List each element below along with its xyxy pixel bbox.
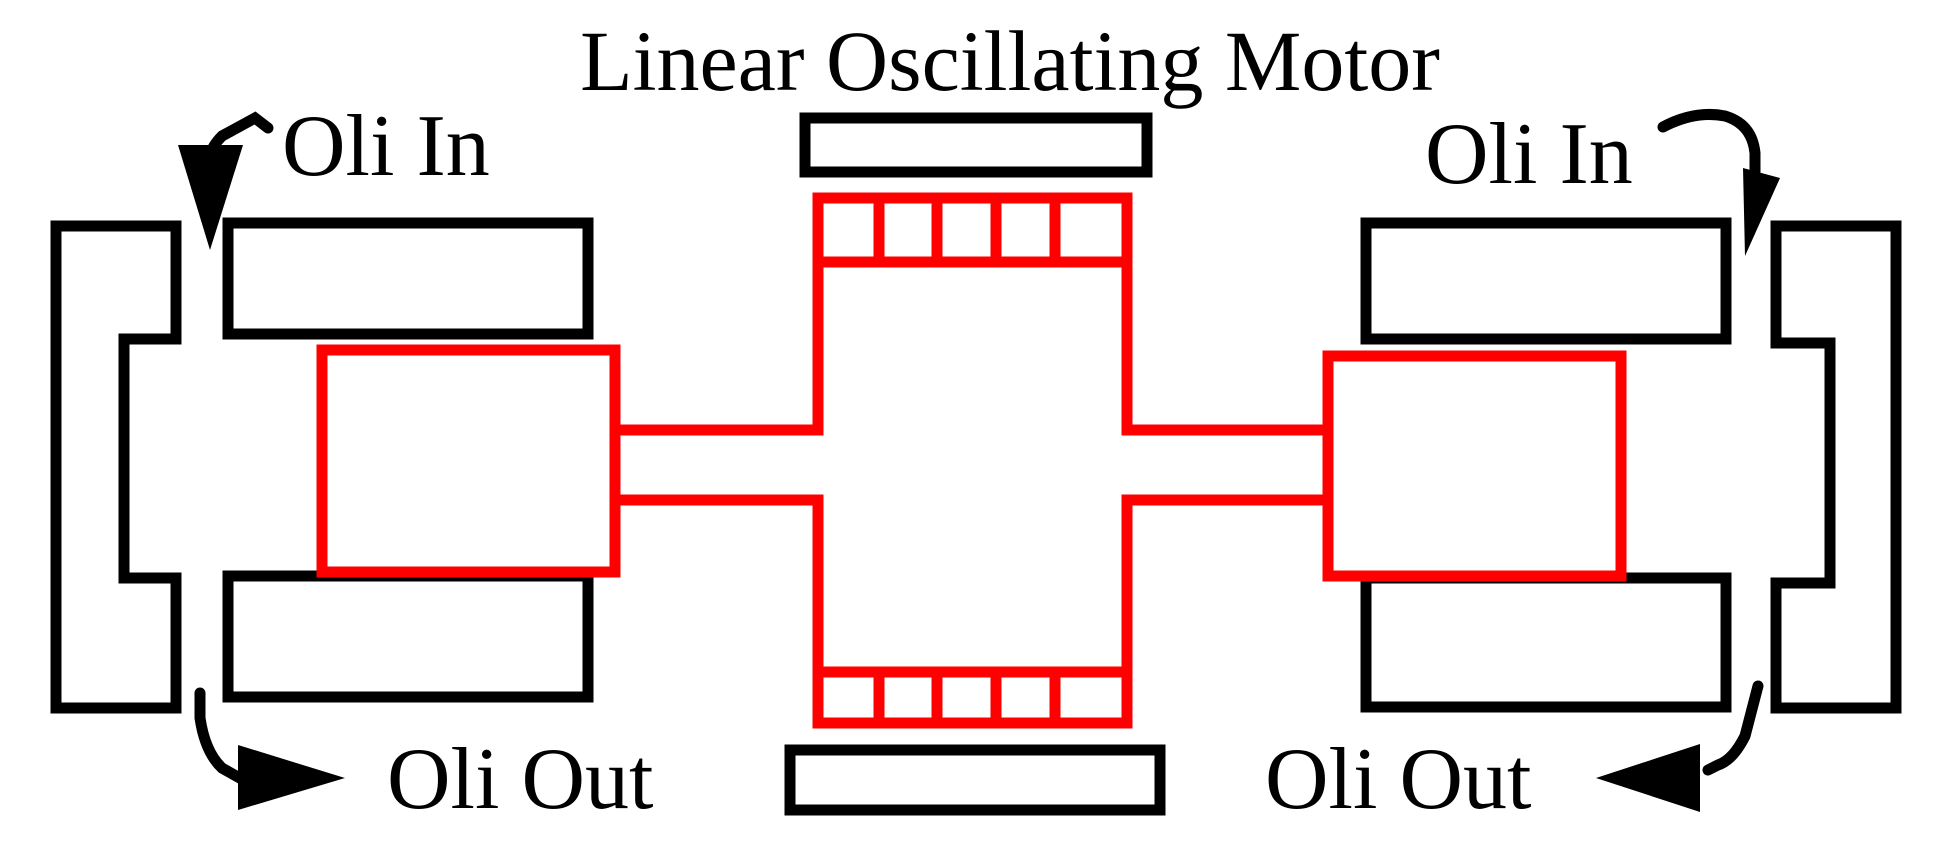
top-stator-plate <box>799 112 1153 178</box>
oil-in-right-label: Oli In <box>1425 106 1633 203</box>
left-piston <box>316 344 621 578</box>
left-housing <box>50 220 182 714</box>
oil-in-left-arrowhead-icon <box>178 145 243 250</box>
left-lower-stator <box>222 570 594 703</box>
right-piston <box>1322 350 1627 582</box>
oil-in-right-arrowhead-icon <box>1743 168 1780 256</box>
oil-out-right-label: Oli Out <box>1265 731 1531 828</box>
center-mover-body <box>609 192 1334 729</box>
top-magnet-segments <box>818 198 1127 268</box>
oil-out-right-arrowhead-icon <box>1596 744 1700 812</box>
oil-in-left-label: Oli In <box>282 98 490 195</box>
oil-out-left-arrowhead-icon <box>238 745 345 810</box>
oil-in-right-arrow-line <box>1657 108 1761 178</box>
bottom-magnet-segments <box>818 666 1127 723</box>
right-housing <box>1770 220 1902 714</box>
oil-out-left-arrow-line <box>194 687 251 787</box>
oil-out-left-label: Oli Out <box>387 731 653 828</box>
diagram-title: Linear Oscillating Motor <box>580 13 1440 109</box>
left-upper-stator <box>222 217 594 340</box>
oil-out-right-arrow-line <box>1702 680 1764 776</box>
right-lower-stator <box>1360 572 1732 713</box>
right-upper-stator <box>1360 217 1732 345</box>
bottom-stator-plate <box>784 744 1166 816</box>
